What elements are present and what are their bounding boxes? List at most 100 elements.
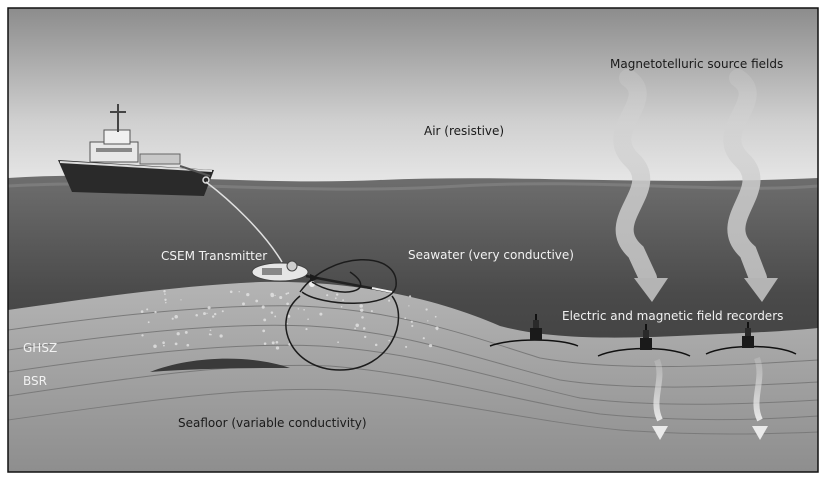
sparkle-dot bbox=[319, 312, 323, 316]
sparkle-dot bbox=[208, 333, 211, 336]
sparkle-dot bbox=[270, 292, 274, 297]
hydrate-sparkle bbox=[140, 290, 439, 350]
sparkle-dot bbox=[374, 343, 378, 347]
sparkle-dot bbox=[410, 320, 413, 323]
sparkle-dot bbox=[180, 299, 182, 301]
sparkle-dot bbox=[326, 294, 329, 297]
sparkle-dot bbox=[171, 317, 174, 320]
sparkle-dot bbox=[286, 322, 288, 325]
sparkle-dot bbox=[303, 309, 305, 311]
sparkle-dot bbox=[261, 305, 265, 309]
sparkle-dot bbox=[195, 313, 198, 317]
air-label: Air (resistive) bbox=[424, 124, 505, 138]
sparkle-dot bbox=[364, 335, 367, 339]
sparkle-dot bbox=[285, 292, 288, 295]
sparkle-dot bbox=[334, 297, 337, 300]
downward-field-arrow-1 bbox=[652, 358, 668, 440]
seawater-label: Seawater (very conductive) bbox=[408, 248, 574, 262]
sparkle-dot bbox=[163, 344, 165, 347]
sparkle-dot bbox=[274, 315, 277, 318]
sparkle-dot bbox=[279, 295, 283, 300]
sparkle-dot bbox=[274, 294, 276, 297]
sparkle-dot bbox=[388, 299, 391, 302]
survey-ship bbox=[58, 104, 214, 196]
tow-cable bbox=[205, 181, 283, 263]
sparkle-dot bbox=[211, 315, 215, 318]
sparkle-dot bbox=[209, 329, 212, 332]
sparkle-dot bbox=[370, 310, 373, 313]
sparkle-dot bbox=[186, 343, 190, 347]
sparkle-dot bbox=[408, 305, 410, 307]
sparkle-dot bbox=[146, 308, 149, 311]
sparkle-dot bbox=[354, 327, 357, 330]
sparkle-dot bbox=[427, 320, 429, 322]
field-recorder-1 bbox=[489, 314, 579, 347]
sparkle-dot bbox=[174, 314, 178, 319]
sparkle-dot bbox=[255, 299, 259, 303]
sparkle-dot bbox=[404, 317, 407, 320]
sparkle-dot bbox=[388, 339, 390, 342]
field-recorder-2 bbox=[597, 324, 691, 357]
sparkle-dot bbox=[359, 308, 364, 313]
sparkle-dot bbox=[428, 343, 433, 348]
sparkle-dot bbox=[207, 306, 211, 310]
sparkle-dot bbox=[184, 330, 188, 334]
sediment-strata bbox=[8, 305, 818, 435]
sparkle-dot bbox=[307, 318, 309, 321]
sparkle-dot bbox=[229, 290, 233, 294]
sparkle-dot bbox=[361, 316, 364, 319]
sparkle-dot bbox=[362, 327, 366, 330]
sparkle-dot bbox=[286, 302, 289, 306]
sparkle-dot bbox=[262, 329, 266, 333]
mt-source-label: Magnetotelluric source fields bbox=[610, 57, 784, 71]
sparkle-dot bbox=[287, 292, 290, 295]
sparkle-dot bbox=[271, 341, 275, 345]
field-recorder-3 bbox=[705, 322, 797, 355]
sparkle-dot bbox=[263, 342, 267, 345]
ghsz-label: GHSZ bbox=[23, 341, 58, 355]
recorders-label: Electric and magnetic field recorders bbox=[562, 309, 784, 323]
downward-field-arrow-2 bbox=[752, 356, 768, 440]
csem-transmitter bbox=[251, 260, 393, 294]
sparkle-dot bbox=[213, 312, 217, 316]
sparkle-dot bbox=[163, 290, 166, 293]
sparkle-dot bbox=[263, 318, 267, 322]
sparkle-dot bbox=[275, 346, 280, 350]
sparkle-dot bbox=[221, 310, 224, 313]
sparkle-dot bbox=[305, 328, 308, 331]
sparkle-dot bbox=[355, 323, 359, 328]
sparkle-dot bbox=[405, 345, 408, 348]
sparkle-dot bbox=[342, 299, 344, 301]
sparkle-dot bbox=[153, 344, 157, 349]
sparkle-dot bbox=[297, 308, 299, 310]
sparkle-dot bbox=[409, 295, 412, 298]
sparkle-dot bbox=[411, 324, 414, 328]
sparkle-dot bbox=[336, 293, 339, 296]
csem-transmitter-label: CSEM Transmitter bbox=[161, 249, 268, 263]
sparkle-dot bbox=[359, 304, 363, 308]
sparkle-dot bbox=[206, 312, 208, 315]
em-field-loops bbox=[285, 259, 400, 371]
sparkle-dot bbox=[425, 308, 428, 311]
sparkle-dot bbox=[140, 310, 144, 313]
hydrate-lens bbox=[150, 358, 290, 372]
seafloor-label: Seafloor (variable conductivity) bbox=[178, 416, 367, 430]
sparkle-dot bbox=[162, 341, 165, 345]
sparkle-dot bbox=[154, 310, 157, 314]
sparkle-dot bbox=[141, 334, 144, 337]
sparkle-dot bbox=[164, 293, 166, 295]
sparkle-dot bbox=[165, 301, 167, 304]
sparkle-dot bbox=[174, 342, 178, 346]
sparkle-dot bbox=[242, 302, 245, 306]
mt-arrow-right bbox=[723, 69, 778, 302]
sparkle-dot bbox=[337, 341, 339, 344]
sparkle-dot bbox=[275, 341, 279, 344]
sparkle-dot bbox=[164, 298, 167, 301]
mt-arrow-left bbox=[613, 69, 668, 302]
sparkle-dot bbox=[203, 312, 206, 316]
sparkle-dot bbox=[340, 306, 343, 308]
sparkle-dot bbox=[422, 337, 425, 340]
diagram-frame bbox=[7, 7, 819, 473]
sparkle-dot bbox=[147, 321, 150, 324]
